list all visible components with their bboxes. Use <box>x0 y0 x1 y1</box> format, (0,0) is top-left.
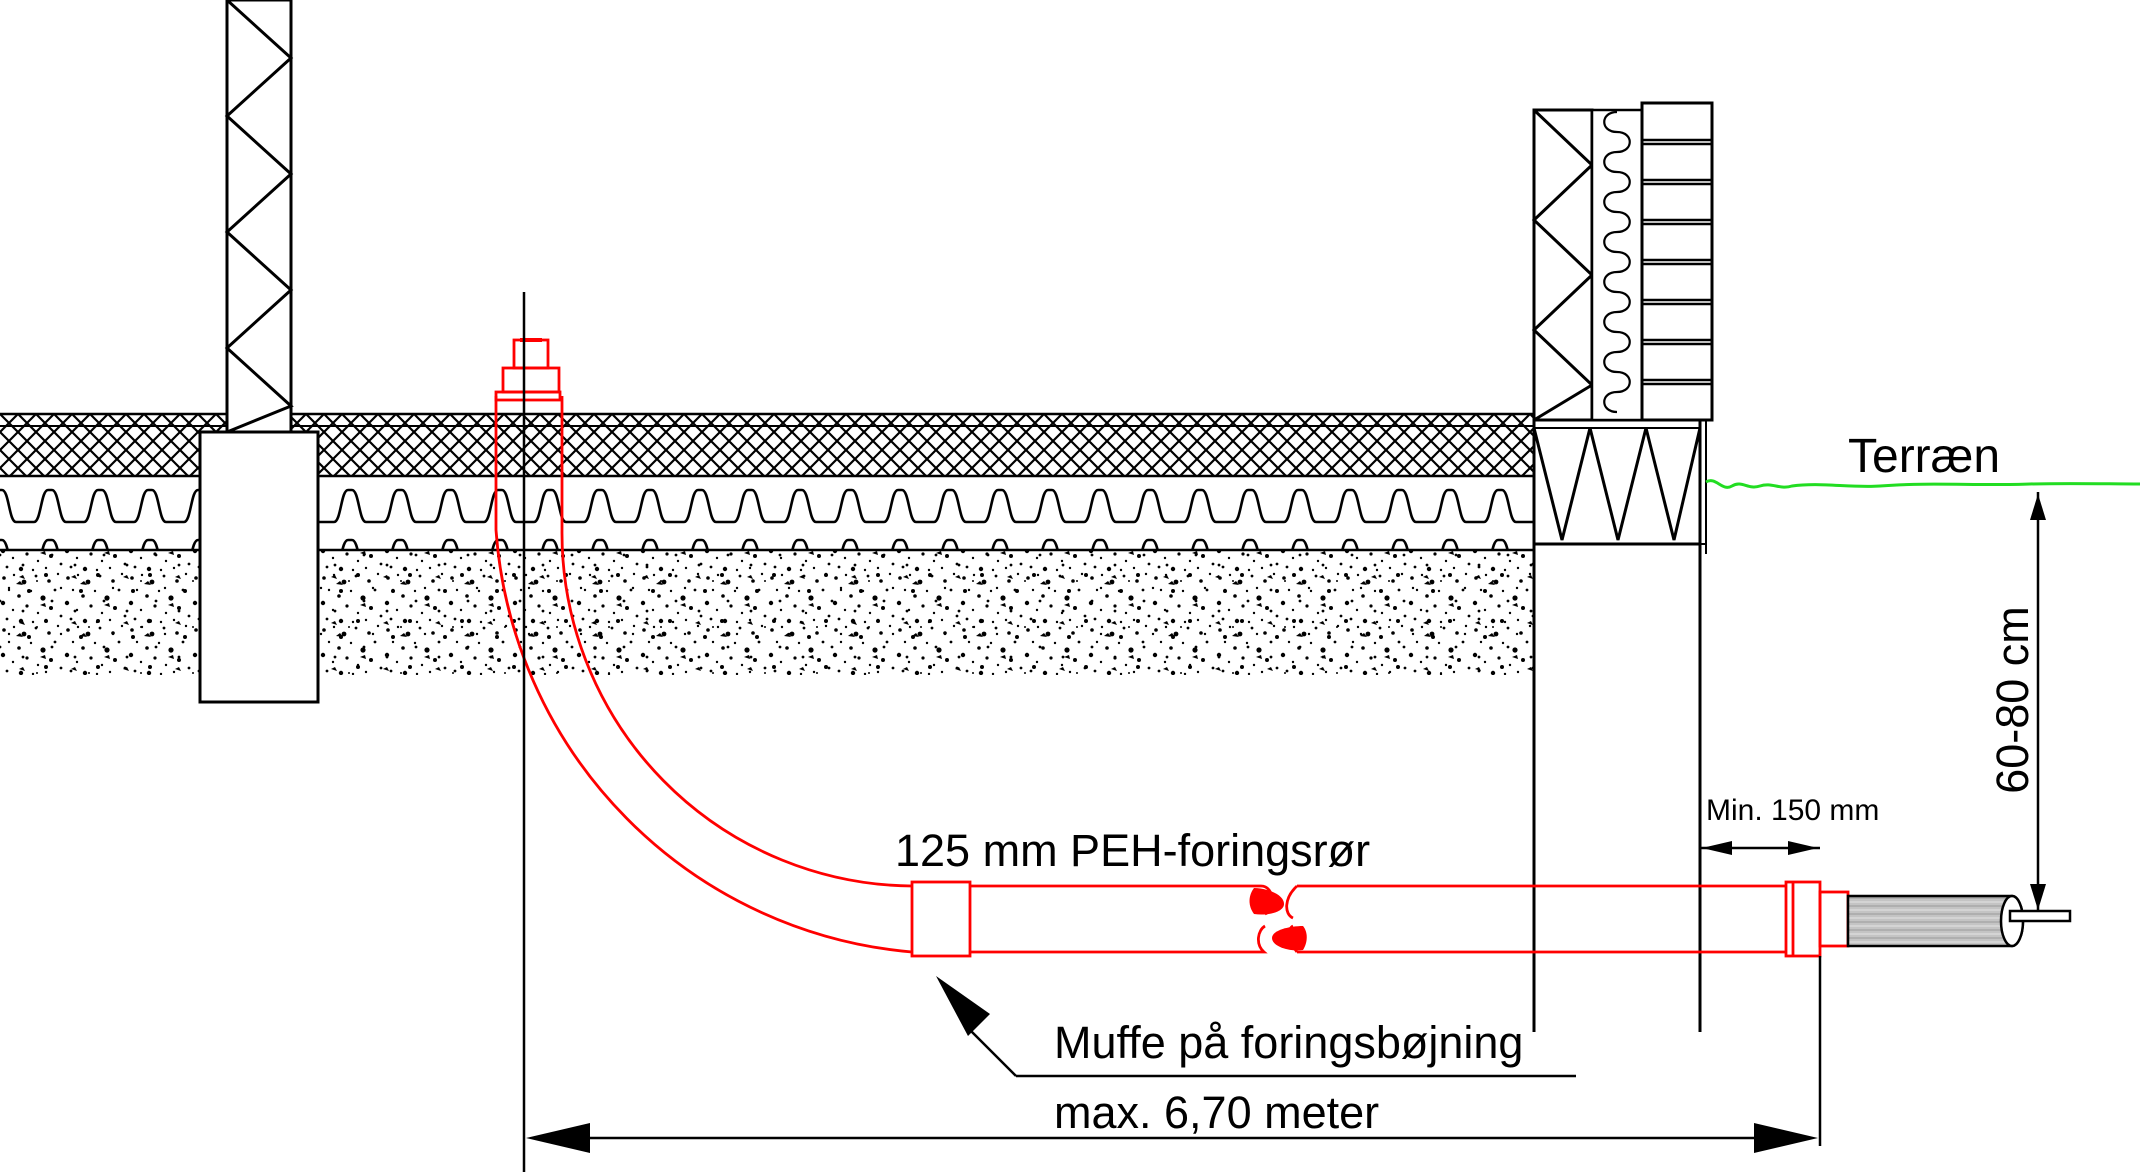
pipe-end-coupling <box>1784 880 1822 958</box>
break-symbol <box>1249 888 1307 951</box>
clearance-arrow-right <box>1788 841 1818 855</box>
cavity-insulation <box>1590 108 1644 422</box>
depth-arrow-bottom <box>2030 884 2046 910</box>
coupling-label: Muffe på foringsbøjning <box>1054 1017 1523 1068</box>
terrain-label: Terræn <box>1848 430 2000 483</box>
pipe-label: 125 mm PEH-foringsrør <box>895 825 1370 876</box>
plinth-insulation <box>1532 418 1702 546</box>
wall-truss <box>224 0 294 434</box>
duct-bend <box>494 396 913 954</box>
brick-facade <box>1640 101 1714 422</box>
depth-arrow-top <box>2030 494 2046 520</box>
cable <box>1846 894 2072 948</box>
min-distance-label: Min. 150 mm <box>1706 794 1879 827</box>
foundation-block <box>198 430 320 704</box>
length-arrow-right <box>1754 1123 1818 1153</box>
coupling-sleeve <box>910 880 972 958</box>
clearance-arrow-left <box>1702 841 1732 855</box>
dimension-lines <box>522 292 2040 1172</box>
interior-wall <box>198 0 320 704</box>
top-fitting-cap <box>512 338 550 370</box>
terrain-line <box>1705 479 2140 489</box>
max-length-label: max. 6,70 meter <box>1054 1087 1379 1138</box>
length-arrow-left <box>526 1123 590 1153</box>
dimension-arrows <box>526 494 2046 1153</box>
depth-label: 60-80 cm <box>1987 606 2038 794</box>
coupling-pointer-arrow <box>936 976 990 1036</box>
outer-wall <box>1531 101 1714 1032</box>
